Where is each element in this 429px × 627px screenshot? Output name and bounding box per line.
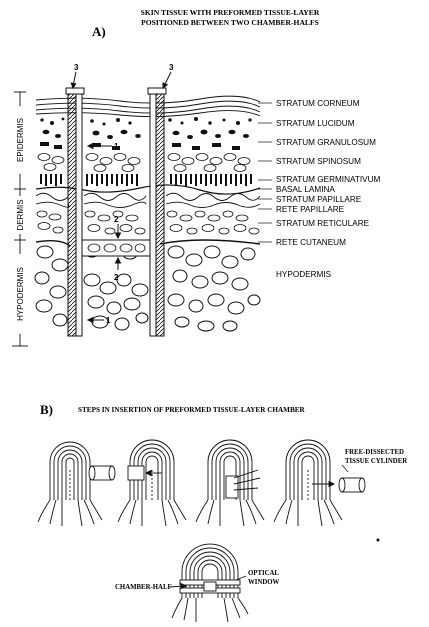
label-stratum-reticulare: STRATUM RETICULARE [276,219,370,228]
preformed-tissue-layer [81,239,151,257]
stray-mark [376,538,380,542]
label-hypodermis: HYPODERMIS [276,270,332,279]
panel-a-title-line2: POSITIONED BETWEEN TWO CHAMBER-HALFS [141,18,319,27]
hypodermis-drawing [34,245,261,332]
panel-b-title: STEPS IN INSERTION OF PREFORMED TISSUE-L… [78,406,306,414]
label-chamber-half: CHAMBER-HALF [115,584,172,591]
step-1-drawing [37,441,116,527]
panel-b-letter: B) [40,402,53,417]
callout-3-left: 3 [74,63,79,72]
label-rete-papillare: RETE PAPILLARE [276,205,345,214]
region-dermis: DERMIS [16,199,25,230]
label-basal-lamina: BASAL LAMINA [276,185,335,194]
callout-arrows [70,71,172,324]
assembled-chamber-drawing [169,543,249,623]
stratum-spinosum-drawing [37,153,251,172]
label-stratum-papillare: STRATUM PAPILLARE [276,195,362,204]
label-tissue-cylinder: TISSUE CYLINDER [345,458,407,465]
skin-section-drawing [34,71,261,337]
granular-layer-drawing [40,117,252,150]
layer-leaders [258,102,272,243]
label-stratum-germinativum: STRATUM GERMINATIVUM [276,175,380,184]
stratum-germinativum-drawing [40,174,252,186]
label-stratum-lucidum: STRATUM LUCIDUM [276,119,355,128]
label-stratum-granulosum: STRATUM GRANULOSUM [276,138,376,147]
panel-a-title-line1: SKIN TISSUE WITH PREFORMED TISSUE-LAYER [141,8,320,17]
stratum-reticulare-drawing [36,210,260,235]
step-4-drawing [273,439,366,527]
layer-labels: STRATUM CORNEUM STRATUM LUCIDUM STRATUM … [276,99,380,279]
callout-1-bottom: 1 [106,316,111,325]
label-stratum-spinosum: STRATUM SPINOSUM [276,157,361,166]
callout-3-right: 3 [169,63,174,72]
label-rete-cutaneum: RETE CUTANEUM [276,238,346,247]
region-hypodermis: HYPODERMIS [16,267,25,321]
callout-1-top: 1 [114,142,119,151]
step-3-drawing [195,439,265,527]
left-chamber-half [65,87,85,337]
label-optical: OPTICAL [248,570,279,577]
callout-2-top: 2 [114,215,119,224]
panel-a-letter: A) [92,24,106,39]
label-stratum-corneum: STRATUM CORNEUM [276,99,360,108]
callout-2-bottom: 2 [114,273,119,282]
region-epidermis: EPIDERMIS [16,118,25,162]
right-chamber-half [147,87,167,337]
label-free-dissected: FREE-DISSECTED [345,449,404,456]
label-window: WINDOW [248,579,280,586]
step-2-drawing [117,439,187,527]
